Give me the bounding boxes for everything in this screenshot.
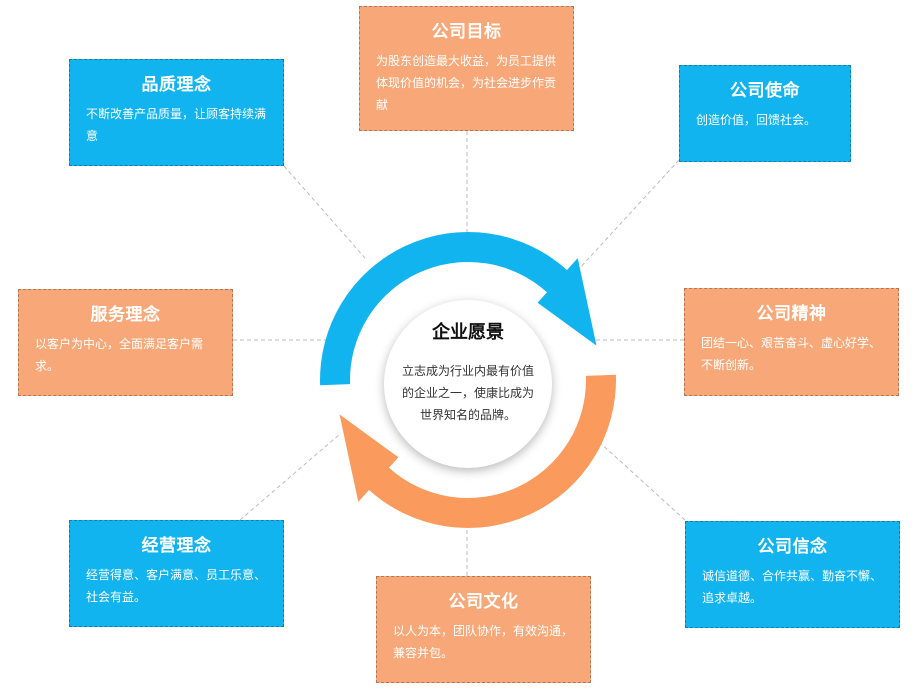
node-company-spirit-text: 团结一心、艰苦奋斗、虚心好学、不断创新。 [701,336,882,372]
node-company-belief-title: 公司信念 [757,537,828,557]
center-vision-title: 企业愿景 [432,322,504,343]
connector-operation [239,433,341,521]
node-company-goal-text: 为股东创造最大收益，为员工提供体现价值的机会，为社会进步作贡献 [376,54,557,112]
center-vision-circle: 企业愿景 立志成为行业内最有价值的企业之一，使康比成为世界知名的品牌。 [384,300,552,468]
node-company-culture-text: 以人为本，团队协作，有效沟通，兼容并包。 [393,624,574,660]
node-service-philosophy-title: 服务理念 [90,305,161,325]
node-company-spirit-title: 公司精神 [756,304,827,324]
node-company-mission-text: 创造价值，回馈社会。 [696,113,817,127]
node-company-spirit: 公司精神 团结一心、艰苦奋斗、虚心好学、不断创新。 [684,288,899,396]
node-company-goal: 公司目标 为股东创造最大收益，为员工提供体现价值的机会，为社会进步作贡献 [359,6,574,131]
node-operation-philosophy-title: 经营理念 [141,536,212,556]
node-quality-philosophy: 品质理念 不断改善产品质量，让顾客持续满意 [69,59,284,166]
connector-quality [283,165,366,259]
node-company-culture-title: 公司文化 [448,592,519,612]
node-operation-philosophy-text: 经营得意、客户满意、员工乐意、社会有益。 [86,568,267,604]
node-service-philosophy: 服务理念 以客户为中心，全面满足客户需求。 [18,289,233,396]
node-company-mission-title: 公司使命 [730,81,800,101]
node-company-belief-text: 诚信道德、合作共赢、勤奋不懈、追求卓越。 [702,569,883,605]
connector-belief [585,429,686,521]
orange-cycle-arrow [339,374,616,528]
node-service-philosophy-text: 以客户为中心，全面满足客户需求。 [35,337,204,373]
node-quality-philosophy-title: 品质理念 [141,75,212,95]
node-company-goal-title: 公司目标 [431,22,502,42]
node-operation-philosophy: 经营理念 经营得意、客户满意、员工乐意、社会有益。 [69,520,284,627]
node-company-mission: 公司使命 创造价值，回馈社会。 [679,65,851,162]
center-vision-text: 立志成为行业内最有价值的企业之一，使康比成为世界知名的品牌。 [401,364,534,422]
blue-cycle-arrow [320,232,597,386]
connector-mission [577,159,680,271]
node-company-culture: 公司文化 以人为本，团队协作，有效沟通，兼容并包。 [376,576,591,683]
node-company-belief: 公司信念 诚信道德、合作共赢、勤奋不懈、追求卓越。 [685,521,900,628]
node-quality-philosophy-text: 不断改善产品质量，让顾客持续满意 [86,107,267,143]
